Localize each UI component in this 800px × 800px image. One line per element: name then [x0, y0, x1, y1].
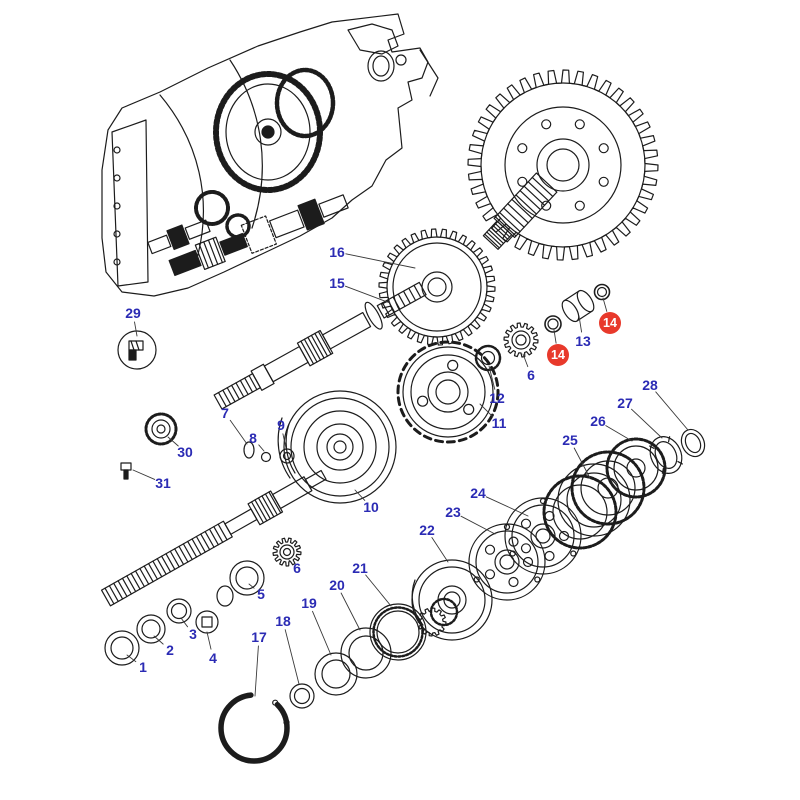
part-ring-3	[166, 598, 192, 624]
part-disc-stack-25	[542, 450, 646, 550]
part-bearing-30	[144, 412, 178, 446]
part-ring-14-lower	[544, 315, 562, 333]
leader-lines	[126, 253, 689, 697]
part-washer-small	[216, 585, 234, 607]
part-bush-13	[561, 289, 595, 323]
part-ring-4	[195, 610, 219, 634]
part-ring-21	[369, 603, 427, 661]
part-ring-5	[229, 560, 265, 596]
part-ring-28	[680, 428, 706, 458]
part-drum-10	[277, 390, 397, 504]
part-ring-gear	[480, 82, 646, 250]
part-ring-18	[289, 683, 315, 709]
part-ring-20	[340, 627, 392, 679]
part-circlip-17	[218, 692, 290, 764]
part-washer-7	[243, 441, 255, 459]
part-splined-washer-12	[474, 344, 502, 372]
part-ball-8	[260, 451, 272, 463]
part-ring-19	[314, 652, 358, 696]
part-piston-23	[468, 523, 546, 601]
part-gear-6-lower	[279, 544, 295, 560]
part-bearing-6-upper	[511, 330, 531, 350]
part-bolt-31	[120, 462, 132, 480]
part-ring-1	[104, 630, 140, 666]
part-plate-24	[504, 497, 582, 575]
part-ring-14-upper	[593, 283, 611, 301]
part-slotted-ring-27	[649, 436, 683, 474]
part-ring-9	[279, 448, 295, 464]
part-carrier-11	[396, 340, 500, 444]
part-ring-2	[136, 614, 166, 644]
generated-gear-teeth	[272, 69, 659, 637]
part-housing	[101, 13, 439, 297]
part-disc-29	[117, 330, 157, 370]
part-drum-22	[411, 559, 493, 641]
part-lower-shaft	[100, 469, 327, 607]
part-mainshaft-15	[213, 281, 427, 410]
